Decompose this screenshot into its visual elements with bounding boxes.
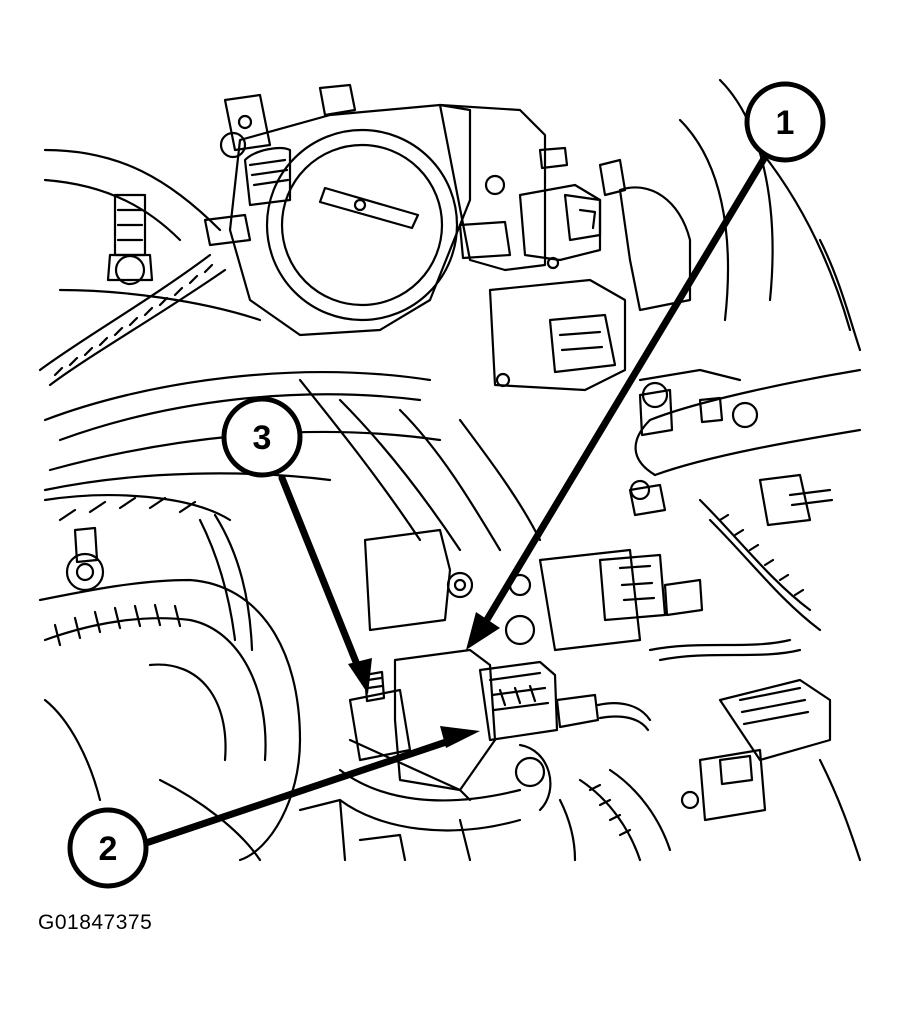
sensor-assembly <box>348 528 652 812</box>
callout-3-label: 3 <box>253 419 272 457</box>
lower-center-pipes <box>298 768 577 862</box>
leader-line-3 <box>278 474 364 676</box>
figure-id: G01847375 <box>38 911 153 934</box>
leader-arrowheads <box>348 612 500 748</box>
intake-manifold <box>43 78 862 552</box>
callout-2-label: 2 <box>99 830 118 868</box>
throttle-sensors <box>438 103 692 392</box>
callout-3: 3 <box>221 396 303 478</box>
coolant-hose <box>634 368 862 477</box>
wiring-loom-upper-left <box>38 193 227 387</box>
callout-2: 2 <box>67 807 149 889</box>
arrowhead-1 <box>466 612 500 650</box>
leader-lines <box>136 148 772 849</box>
callout-1: 1 <box>744 81 826 163</box>
arrowhead-2 <box>440 726 480 748</box>
arrowhead-3 <box>348 658 372 694</box>
leader-line-1 <box>478 148 772 632</box>
callout-1-label: 1 <box>776 104 795 142</box>
fuel-injectors <box>504 473 834 652</box>
throttle-body <box>203 83 472 337</box>
leader-line-2 <box>136 734 462 849</box>
lower-right-harness <box>578 638 862 862</box>
